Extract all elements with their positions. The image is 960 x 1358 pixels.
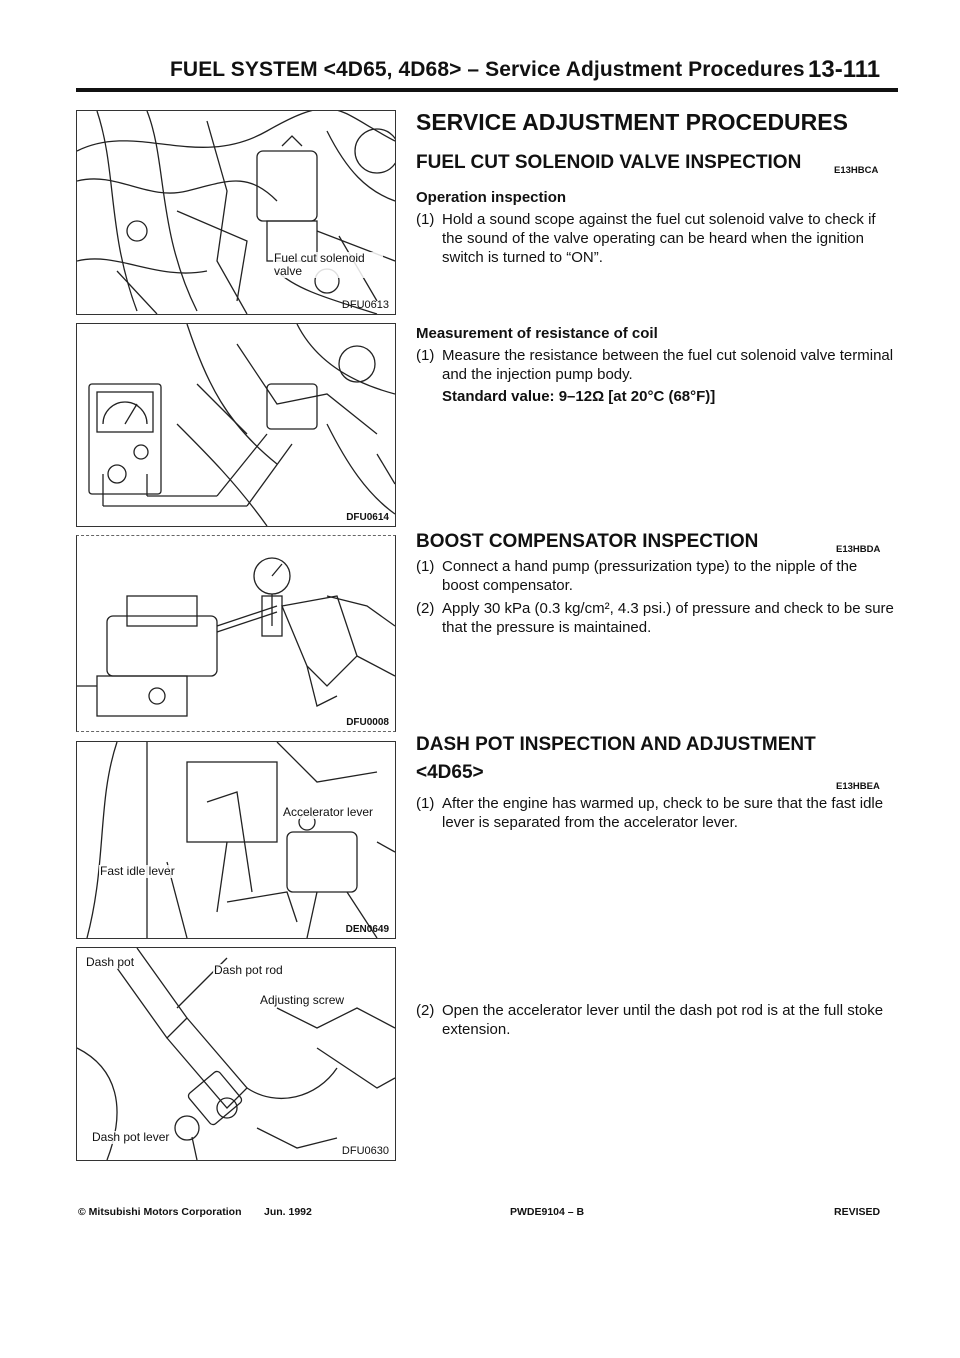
figure-boost-compensator: DFU0008 (76, 535, 396, 732)
page-header-title: FUEL SYSTEM <4D65, 4D68> – Service Adjus… (170, 58, 805, 81)
list-item: (1) Connect a hand pump (pressurization … (416, 557, 896, 595)
item-text: Measure the resistance between the fuel … (442, 347, 894, 383)
engine-illustration (77, 111, 395, 314)
section-title-fuel-cut: FUEL CUT SOLENOID VALVE INSPECTION (416, 152, 802, 173)
section-code: E13HBDA (836, 544, 881, 555)
item-number: (1) (416, 795, 435, 812)
callout-dash-pot-rod: Dash pot rod (213, 963, 284, 977)
ohmmeter-illustration (88, 324, 395, 526)
section-code: E13HBEA (836, 781, 880, 792)
section-title-boost-compensator: BOOST COMPENSATOR INSPECTION (416, 531, 759, 552)
figure-code: DFU0614 (346, 512, 389, 523)
main-title: SERVICE ADJUSTMENT PROCEDURES (416, 109, 848, 135)
item-number: (1) (416, 347, 435, 364)
callout-adjusting-screw: Adjusting screw (259, 993, 346, 1007)
figure-code: DFU0630 (341, 1145, 389, 1157)
callout-accelerator-lever: Accelerator lever (282, 805, 375, 819)
header-rule (76, 88, 898, 92)
dash-pot-illustration (77, 948, 395, 1160)
callout-fast-idle-lever: Fast idle lever (99, 864, 176, 878)
list-item: (2) Apply 30 kPa (0.3 kg/cm², 4.3 psi.) … (416, 599, 896, 637)
item-text: Open the accelerator lever until the das… (442, 1002, 884, 1038)
footer-doc-code: PWDE9104 – B (510, 1206, 585, 1218)
item-number: (2) (416, 1002, 435, 1019)
section-code: E13HBCA (834, 165, 879, 176)
section-title-dash-pot: DASH POT INSPECTION AND ADJUSTMENT (416, 734, 816, 755)
item-text: Hold a sound scope against the fuel cut … (442, 211, 876, 266)
list-item: (1) Measure the resistance between the f… (416, 346, 896, 384)
figure-code: DEN0649 (345, 924, 389, 935)
page-number: 13-111 (808, 56, 881, 83)
list-item: (1) After the engine has warmed up, chec… (416, 794, 896, 832)
list-item: (1) Hold a sound scope against the fuel … (416, 210, 896, 267)
footer-date: Jun. 1992 (264, 1206, 312, 1218)
subheading-coil-resistance: Measurement of resistance of coil (416, 325, 658, 342)
item-text: Apply 30 kPa (0.3 kg/cm², 4.3 psi.) of p… (442, 600, 894, 636)
list-item: (2) Open the accelerator lever until the… (416, 1001, 896, 1039)
figure-dash-pot-adjustment: Dash pot Dash pot rod Adjusting screw Da… (76, 947, 396, 1161)
callout-dash-pot-lever: Dash pot lever (91, 1130, 171, 1144)
figure-fuel-cut-solenoid-valve: Fuel cut solenoid valve DFU0613 (76, 110, 396, 315)
section-title-dash-pot-model: <4D65> (416, 762, 484, 783)
figure-resistance-measurement: DFU0614 (76, 323, 396, 527)
hand-pump-illustration (77, 557, 395, 717)
footer-copyright: © Mitsubishi Motors Corporation (78, 1206, 242, 1218)
subheading-operation-inspection: Operation inspection (416, 189, 567, 206)
figure-code: DFU0008 (346, 717, 389, 728)
item-number: (1) (416, 558, 435, 575)
callout-fuel-cut-solenoid-valve: Fuel cut solenoid valve (273, 252, 383, 278)
standard-value: Standard value: 9–12Ω [at 20°C (68°F)] (442, 388, 716, 405)
figure-dash-pot-levers: Accelerator lever Fast idle lever DEN064… (76, 741, 396, 939)
item-text: Connect a hand pump (pressurization type… (442, 558, 858, 594)
item-text: After the engine has warmed up, check to… (442, 795, 884, 831)
item-number: (2) (416, 600, 435, 617)
item-number: (1) (416, 211, 435, 228)
lever-illustration (86, 742, 395, 938)
figure-code: DFU0613 (341, 299, 389, 311)
footer-status: REVISED (834, 1206, 881, 1218)
callout-dash-pot: Dash pot (85, 955, 136, 969)
